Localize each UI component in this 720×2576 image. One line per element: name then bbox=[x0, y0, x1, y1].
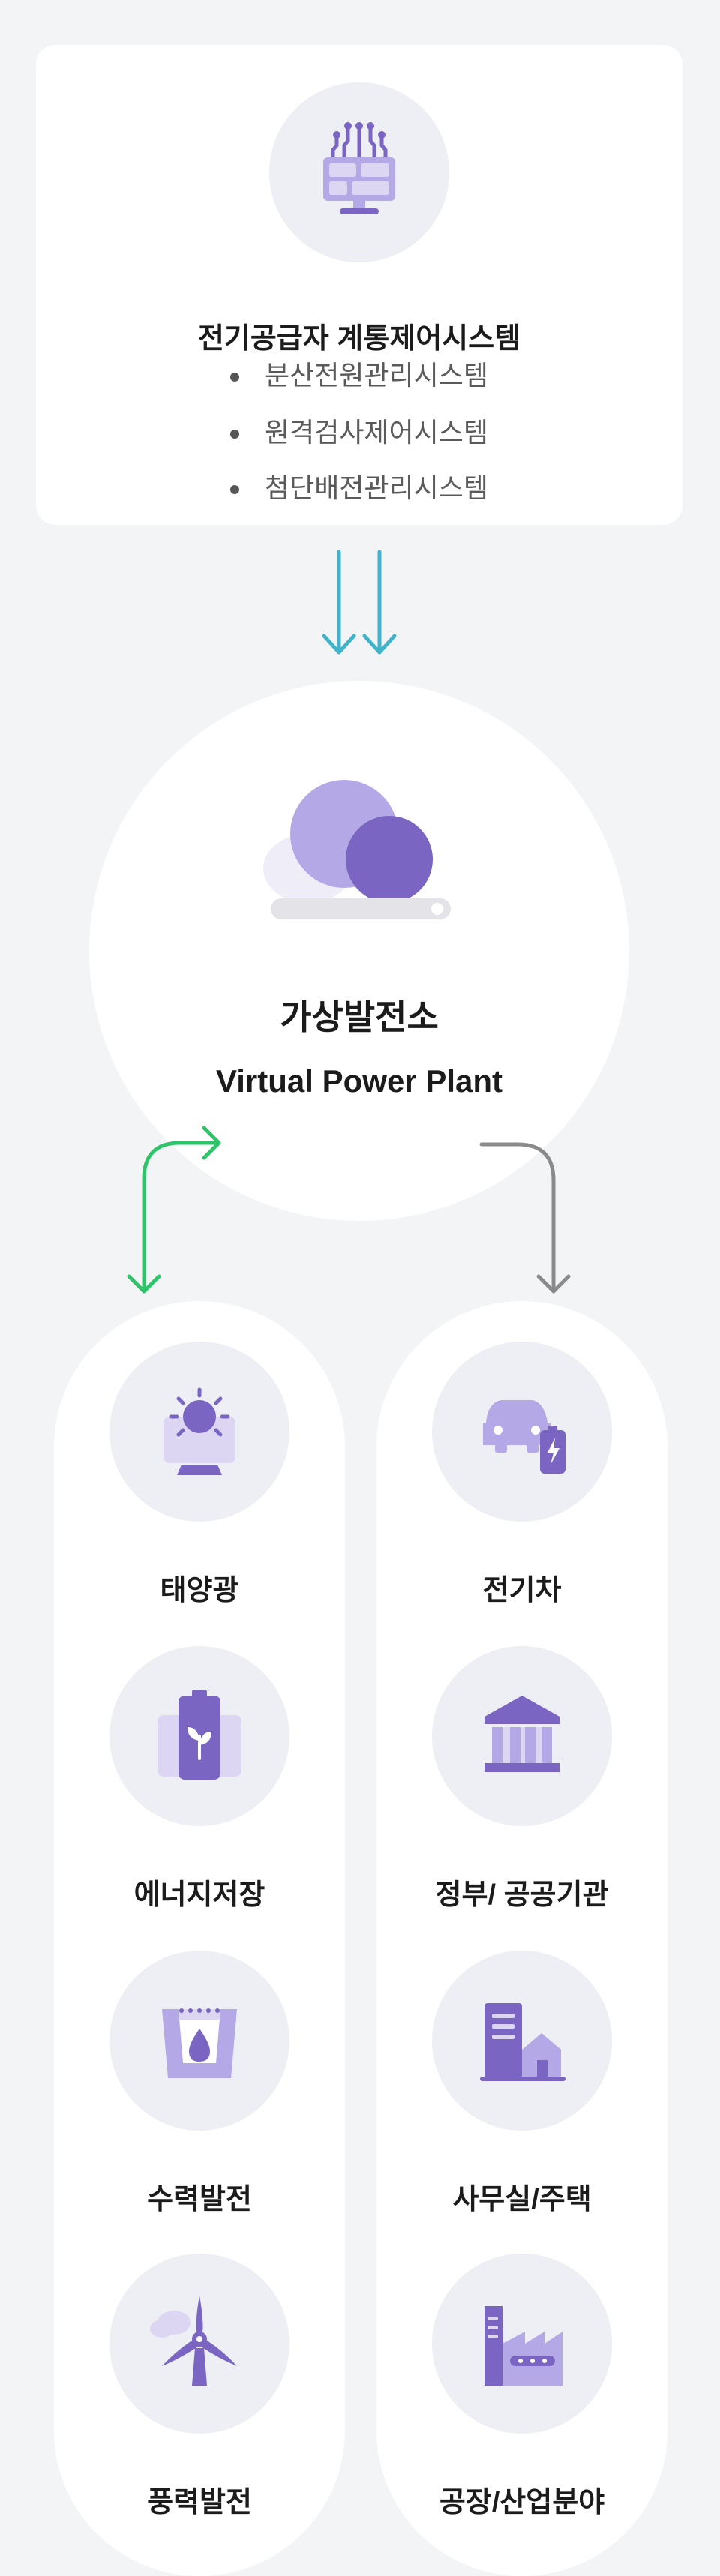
resource-label: 태양광 bbox=[160, 1575, 239, 1606]
wind-turbine-icon bbox=[110, 2254, 290, 2434]
grid-control-system-card: 전기공급자 계통제어시스템 분산전원관리시스템 원격검사제어시스템 첨단배전관리… bbox=[36, 45, 682, 525]
resource-label: 정부/ 공공기관 bbox=[435, 1879, 609, 1911]
office-house-icon bbox=[432, 1951, 612, 2131]
resource-label: 수력발전 bbox=[147, 2184, 252, 2215]
monitor-circuit-icon bbox=[269, 82, 449, 262]
resource-item-wind: 풍력발전 bbox=[54, 2254, 345, 2518]
bullet-icon bbox=[230, 485, 239, 495]
electric-car-icon bbox=[432, 1342, 612, 1522]
down-arrow-icon bbox=[479, 1142, 571, 1294]
resource-item-ev: 전기차 bbox=[376, 1342, 668, 1606]
supply-resources-column: 태양광 에너지저장 수력발전 bbox=[54, 1301, 345, 2576]
bullet-icon bbox=[230, 430, 239, 439]
resource-label: 사무실/주택 bbox=[452, 2184, 592, 2215]
vpp-subtitle: Virtual Power Plant bbox=[216, 1063, 502, 1099]
resource-item-government: 정부/ 공공기관 bbox=[376, 1646, 668, 1911]
resource-label: 공장/산업분야 bbox=[439, 2487, 605, 2518]
resource-item-energy-storage: 에너지저장 bbox=[54, 1646, 345, 1911]
list-item: 분산전원관리시스템 bbox=[36, 354, 682, 393]
resource-label: 풍력발전 bbox=[147, 2487, 252, 2518]
list-item: 원격검사제어시스템 bbox=[36, 411, 682, 450]
government-building-icon bbox=[432, 1646, 612, 1826]
hydro-icon bbox=[110, 1951, 290, 2131]
virtual-power-plant-circle: 가상발전소 Virtual Power Plant bbox=[89, 681, 629, 1221]
resource-label: 전기차 bbox=[482, 1575, 562, 1606]
bullet-icon bbox=[230, 373, 239, 382]
resource-label: 에너지저장 bbox=[134, 1879, 266, 1911]
battery-icon bbox=[110, 1646, 290, 1826]
list-item: 첨단배전관리시스템 bbox=[36, 466, 682, 505]
resource-item-factory: 공장/산업분야 bbox=[376, 2254, 668, 2518]
vpp-title: 가상발전소 bbox=[280, 997, 439, 1036]
grid-control-title: 전기공급자 계통제어시스템 bbox=[197, 323, 521, 355]
factory-icon bbox=[432, 2254, 612, 2434]
double-down-arrow-icon bbox=[322, 550, 397, 655]
resource-item-office-house: 사무실/주택 bbox=[376, 1951, 668, 2215]
power-plant-icon bbox=[263, 780, 451, 919]
resource-item-solar: 태양광 bbox=[54, 1342, 345, 1606]
resource-item-hydro: 수력발전 bbox=[54, 1951, 345, 2215]
bidirectional-arrow-icon bbox=[127, 1126, 221, 1294]
solar-icon bbox=[110, 1342, 290, 1522]
demand-resources-column: 전기차 정부/ 공공기관 bbox=[376, 1301, 668, 2576]
